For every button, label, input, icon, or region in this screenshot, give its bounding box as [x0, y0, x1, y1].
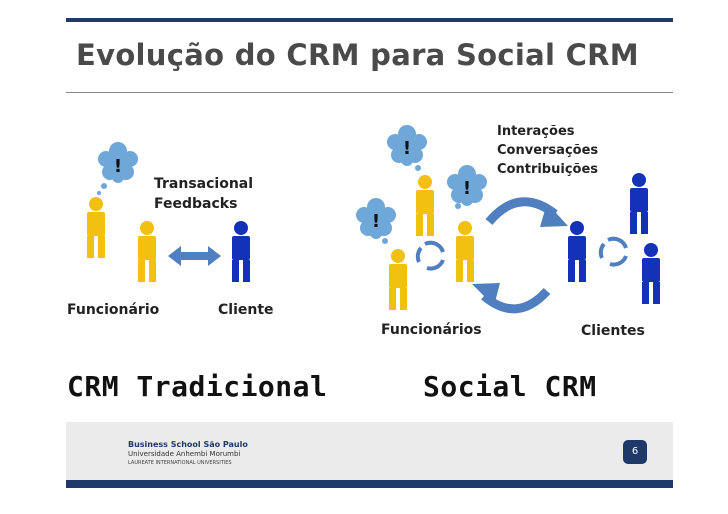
thought-dot [382, 238, 388, 244]
label-client: Cliente [218, 302, 274, 318]
person-employee-front [138, 221, 156, 282]
double-arrow-relation [168, 246, 221, 266]
bubble-mark-right: ! [463, 178, 471, 199]
label-clients: Clientes [581, 323, 645, 339]
footer-accent-bar [66, 480, 673, 488]
title-divider [66, 92, 673, 93]
footer-band [66, 422, 673, 480]
person-client [232, 221, 250, 282]
interaction-label-conversacoes: Conversações [497, 143, 599, 158]
school-name: Business School São Paulo [128, 440, 248, 449]
cycle-icon-employees [415, 240, 445, 271]
top-accent-bar [66, 18, 673, 22]
school-subtitle: Universidade Anhembi Morumbi [128, 450, 241, 458]
bubble-mark-left: ! [114, 156, 122, 177]
interaction-label-contribuicoes: Contribuições [497, 162, 599, 177]
thought-dot [415, 165, 421, 171]
interaction-label-interacoes: Interações [497, 124, 575, 139]
caption-social-crm: Social CRM [423, 370, 597, 403]
exchange-arrowhead-bottom [472, 283, 500, 306]
relation-label-transactional: Transacional [154, 176, 254, 192]
thought-dot [101, 183, 107, 189]
page-number-badge: 6 [623, 440, 647, 464]
school-network: LAUREATE INTERNATIONAL UNIVERSITIES [128, 460, 232, 466]
label-employee: Funcionário [67, 302, 160, 318]
bubble-mark-right: ! [403, 138, 411, 159]
caption-traditional-crm: CRM Tradicional [67, 370, 328, 403]
exchange-arrowhead-top [540, 203, 568, 227]
person-employee-back [87, 197, 105, 258]
relation-label-feedbacks: Feedbacks [154, 196, 238, 212]
thought-dot [97, 191, 101, 195]
bubble-mark-right: ! [372, 211, 380, 232]
cycle-icon-clients [598, 236, 628, 267]
thought-dot [455, 203, 461, 209]
label-employees: Funcionários [381, 322, 482, 338]
slide-title: Evolução do CRM para Social CRM [76, 38, 639, 72]
